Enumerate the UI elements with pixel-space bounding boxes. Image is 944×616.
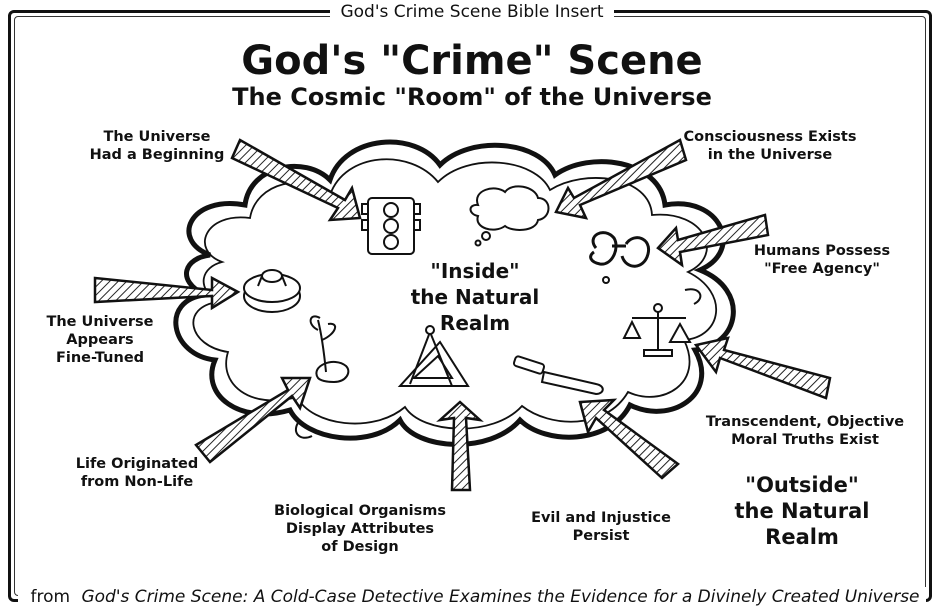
arrow-consciousness <box>554 138 688 220</box>
scales-icon <box>622 303 692 357</box>
page-title: God's "Crime" Scene <box>241 38 703 84</box>
source-citation: from God's Crime Scene: A Cold-Case Dete… <box>0 585 944 609</box>
arrow-beginning <box>230 138 362 222</box>
traffic-light-icon <box>361 197 421 255</box>
thought-bubble-icon <box>469 185 550 247</box>
arrow-life-origin <box>194 376 312 464</box>
arrow-evil <box>578 398 680 480</box>
plant-sprout-icon <box>309 315 350 384</box>
label-free-agency: Humans Possess"Free Agency" <box>753 243 891 277</box>
dial-icon <box>243 269 301 313</box>
arrow-fine-tuned <box>93 275 241 311</box>
handcuffs-icon <box>589 231 651 284</box>
drafting-compass-icon <box>397 325 470 387</box>
book-title: God's Crime Scene: A Cold-Case Detective… <box>81 587 920 607</box>
insert-label: God's Crime Scene Bible Insert <box>0 0 944 24</box>
evidence-arrows <box>93 138 832 492</box>
cloud-scallops <box>294 288 702 439</box>
arrow-design <box>436 400 484 492</box>
knife-icon <box>512 355 604 396</box>
arrow-moral-truths <box>693 336 832 400</box>
arrow-free-agency <box>656 213 770 268</box>
page-subtitle: The Cosmic "Room" of the Universe <box>232 83 712 111</box>
